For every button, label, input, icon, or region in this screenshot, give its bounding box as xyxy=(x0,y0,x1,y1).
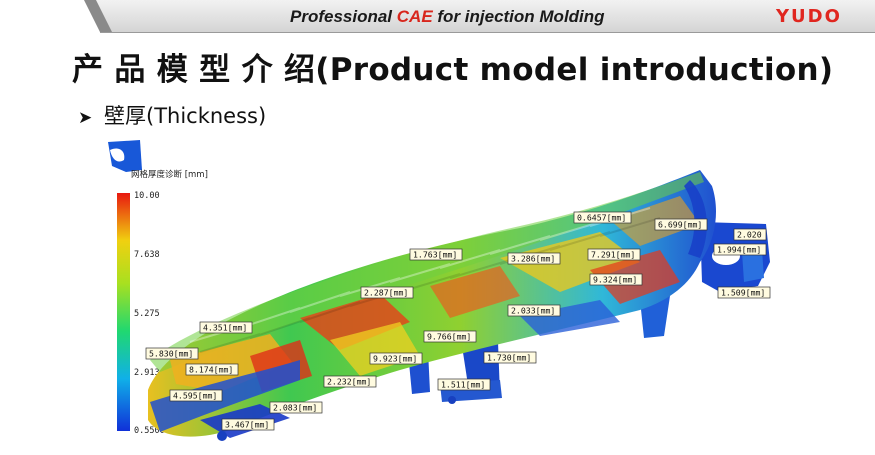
measurement-labels: 0.6457[mm] 6.699[mm] 2.020 1.994[mm] 1.509[m… xyxy=(145,211,771,431)
measurement-label-box xyxy=(587,248,641,261)
measurement-label-box xyxy=(573,211,632,224)
measurement-label: 2.287[mm] xyxy=(360,286,414,299)
measurement-label: 1.730[mm] xyxy=(483,351,537,364)
measurement-value: 2.083[mm] xyxy=(273,403,317,413)
measurement-label-box xyxy=(437,378,491,391)
page-title: 产 品 模 型 介 绍(Product model introduction) xyxy=(72,52,834,88)
legend-title: 网格厚度诊断 [mm] xyxy=(131,169,208,180)
measurement-label-box xyxy=(369,352,423,365)
measurement-label: 1.994[mm] xyxy=(713,243,767,256)
measurement-label-box xyxy=(507,252,561,265)
measurement-label-box xyxy=(409,248,463,261)
measurement-label-box xyxy=(221,418,275,431)
legend-tick: 10.00 xyxy=(134,191,160,201)
measurement-label-box xyxy=(423,330,477,343)
measurement-value: 2.020 xyxy=(737,230,762,240)
part-model xyxy=(148,170,770,441)
measurement-value: 3.467[mm] xyxy=(225,420,269,430)
measurement-value: 1.511[mm] xyxy=(441,380,485,390)
measurement-label: 8.174[mm] xyxy=(185,363,239,376)
part-fragment xyxy=(108,140,142,172)
measurement-value: 4.351[mm] xyxy=(203,323,247,333)
measurement-label: 9.923[mm] xyxy=(369,352,423,365)
measurement-label: 1.511[mm] xyxy=(437,378,491,391)
measurement-label-box xyxy=(360,286,414,299)
measurement-label: 9.324[mm] xyxy=(589,273,643,286)
yudo-logo: YUDO xyxy=(776,6,842,27)
measurement-label: 3.286[mm] xyxy=(507,252,561,265)
measurement-label: 4.351[mm] xyxy=(199,321,253,334)
measurement-label: 6.699[mm] xyxy=(654,218,708,231)
measurement-label: 2.083[mm] xyxy=(269,401,323,414)
measurement-value: 8.174[mm] xyxy=(189,365,233,375)
measurement-label-box xyxy=(199,321,253,334)
measurement-value: 2.033[mm] xyxy=(511,306,555,316)
bullet-text: 壁厚(Thickness) xyxy=(104,104,267,128)
measurement-label: 7.291[mm] xyxy=(587,248,641,261)
measurement-label: 2.033[mm] xyxy=(507,304,561,317)
legend-tick: 7.638 xyxy=(134,250,160,260)
measurement-value: 6.699[mm] xyxy=(658,220,702,230)
measurement-value: 9.766[mm] xyxy=(427,332,471,342)
measurement-label-box xyxy=(713,243,767,256)
legend-colorbar xyxy=(117,193,130,431)
measurement-label-box xyxy=(733,228,767,241)
measurement-label-box xyxy=(483,351,537,364)
header-background xyxy=(0,0,875,33)
measurement-label: 3.467[mm] xyxy=(221,418,275,431)
measurement-label-box xyxy=(145,347,199,360)
measurement-label-box xyxy=(169,389,223,402)
measurement-value: 0.6457[mm] xyxy=(577,213,626,223)
bullet-item: ➤ 壁厚(Thickness) xyxy=(78,100,266,130)
measurement-value: 2.232[mm] xyxy=(327,377,371,387)
measurement-label: 4.595[mm] xyxy=(169,389,223,402)
measurement-value: 3.286[mm] xyxy=(511,254,555,264)
measurement-value: 4.595[mm] xyxy=(173,391,217,401)
measurement-label-box xyxy=(507,304,561,317)
color-legend: 网格厚度诊断 [mm] 10.00 7.638 5.275 2.913 0.55… xyxy=(117,169,208,436)
measurement-value: 9.923[mm] xyxy=(373,354,417,364)
measurement-label-box xyxy=(589,273,643,286)
legend-tick: 0.5500 xyxy=(134,426,165,436)
measurement-value: 5.830[mm] xyxy=(149,349,193,359)
measurement-label-box xyxy=(185,363,239,376)
measurement-label: 1.763[mm] xyxy=(409,248,463,261)
legend-tick: 5.275 xyxy=(134,309,160,319)
header-bar: Professional CAE for injection Molding Y… xyxy=(0,0,875,34)
measurement-label: 9.766[mm] xyxy=(423,330,477,343)
header-title: Professional CAE for injection Molding xyxy=(290,7,605,26)
measurement-value: 9.324[mm] xyxy=(593,275,637,285)
measurement-label: 0.6457[mm] xyxy=(573,211,632,224)
measurement-label-box xyxy=(654,218,708,231)
legend-tick: 2.913 xyxy=(134,368,160,378)
arrow-bullet-icon: ➤ xyxy=(78,108,93,128)
measurement-label: 2.232[mm] xyxy=(323,375,377,388)
measurement-label: 1.509[mm] xyxy=(717,286,771,299)
measurement-label: 2.020 xyxy=(733,228,767,241)
measurement-value: 1.509[mm] xyxy=(721,288,765,298)
measurement-value: 1.763[mm] xyxy=(413,250,457,260)
measurement-label-box xyxy=(269,401,323,414)
measurement-value: 1.994[mm] xyxy=(717,245,761,255)
measurement-value: 7.291[mm] xyxy=(591,250,635,260)
measurement-value: 2.287[mm] xyxy=(364,288,408,298)
measurement-value: 1.730[mm] xyxy=(487,353,531,363)
measurement-label-box xyxy=(717,286,771,299)
measurement-label-box xyxy=(323,375,377,388)
measurement-label: 5.830[mm] xyxy=(145,347,199,360)
